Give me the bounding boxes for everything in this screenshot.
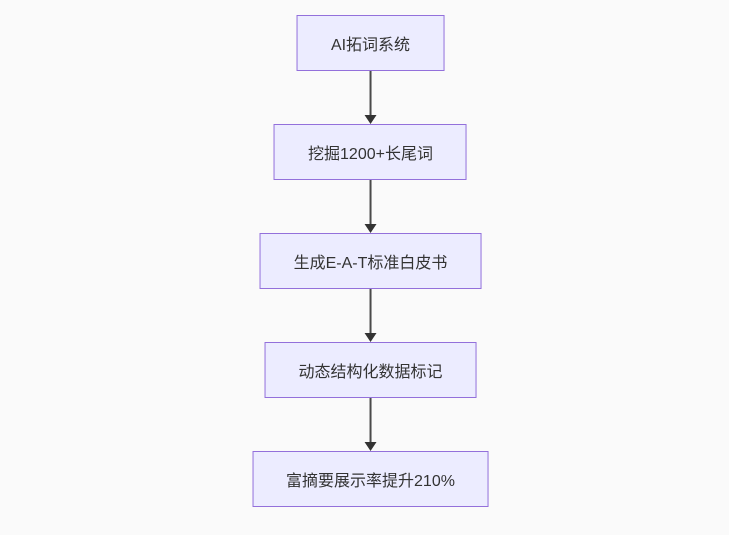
flowchart-node-structured-data-markup: 动态结构化数据标记 (264, 342, 477, 398)
arrow-head-icon (364, 333, 377, 342)
flowchart-node-eat-whitepaper: 生成E-A-T标准白皮书 (259, 233, 482, 289)
flowchart-arrow-1 (364, 71, 377, 124)
flowchart-node-rich-snippet-rate: 富摘要展示率提升210% (252, 451, 489, 507)
flowchart-node-ai-word-expansion: AI拓词系统 (296, 15, 445, 71)
flowchart: AI拓词系统 挖掘1200+长尾词 生成E-A-T标准白皮书 动态结构化数据标记… (252, 15, 489, 507)
arrow-head-icon (364, 115, 377, 124)
flowchart-node-longtail-mining: 挖掘1200+长尾词 (274, 124, 467, 180)
flowchart-arrow-3 (364, 289, 377, 342)
arrow-line (369, 289, 372, 333)
arrow-line (369, 71, 372, 115)
flowchart-arrow-4 (364, 398, 377, 451)
arrow-head-icon (364, 224, 377, 233)
node-label: AI拓词系统 (330, 37, 411, 54)
node-label: 生成E-A-T标准白皮书 (293, 255, 448, 272)
node-label: 挖掘1200+长尾词 (308, 146, 433, 163)
arrow-line (369, 398, 372, 442)
node-label: 动态结构化数据标记 (298, 364, 443, 381)
arrow-head-icon (364, 442, 377, 451)
flowchart-arrow-2 (364, 180, 377, 233)
arrow-line (369, 180, 372, 224)
node-label: 富摘要展示率提升210% (286, 473, 455, 490)
